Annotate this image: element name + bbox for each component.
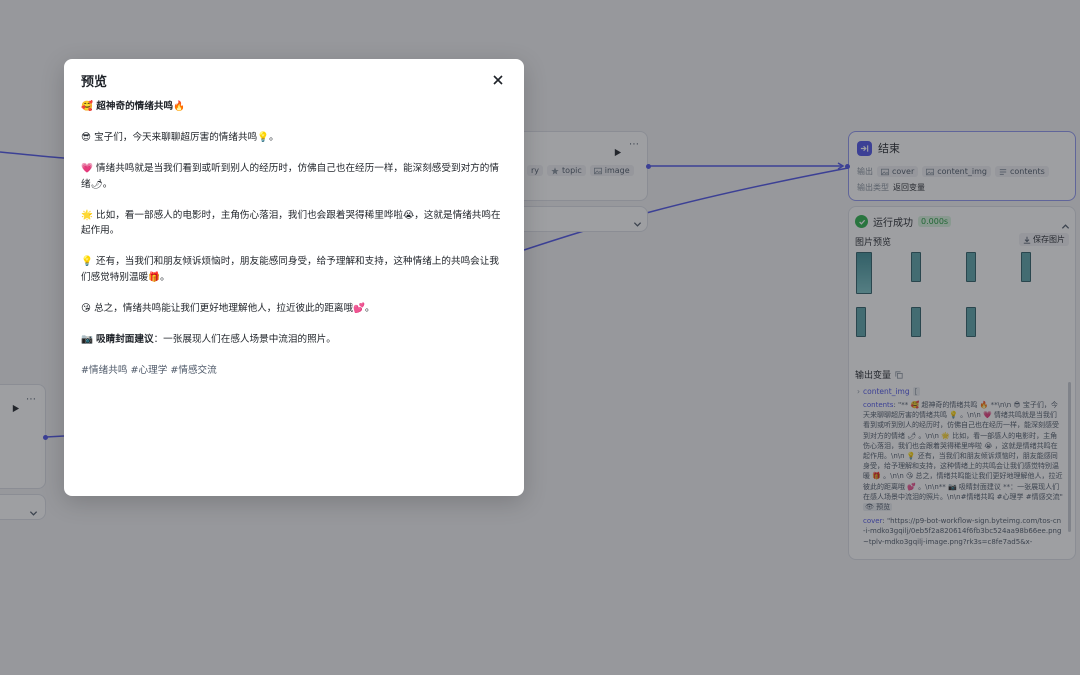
success-check-icon xyxy=(855,215,868,228)
run-node-icon[interactable] xyxy=(11,398,20,417)
emoji-icon: 😎 xyxy=(81,132,92,143)
input-chip: ry xyxy=(527,165,544,176)
image-icon xyxy=(593,167,602,174)
image-icon xyxy=(881,168,889,175)
node-collapse-bar[interactable] xyxy=(500,206,648,232)
chevron-down-icon[interactable] xyxy=(633,214,642,233)
output-label: 输出 xyxy=(857,167,873,176)
output-json-text: contents: "** 🥰 超神奇的情绪共鸣 🔥 **\n\n 😎 宝子们，… xyxy=(863,401,1063,546)
emoji-icon: 💗 xyxy=(81,163,93,174)
image-preview-label: 图片预览 xyxy=(855,238,892,248)
output-scrollbar[interactable] xyxy=(1068,382,1071,532)
more-icon[interactable]: ⋯ xyxy=(26,394,36,405)
cover-suggestion: 📷 吸睛封面建议：一张展现人们在感人场景中流泪的照片。 xyxy=(81,333,336,345)
node-output-port[interactable] xyxy=(646,164,651,169)
preview-paragraph: 💗 情绪共鸣就是当我们看到或听到别人的经历时，仿佛自己也在经历一样，能深刻感受到… xyxy=(81,163,499,190)
input-chip: topic xyxy=(547,165,586,176)
save-images-button[interactable]: 保存图片 xyxy=(1019,233,1069,246)
chevron-right-icon[interactable]: › xyxy=(857,387,860,396)
node-input-port[interactable] xyxy=(845,164,850,169)
image-thumbnail[interactable] xyxy=(911,307,921,337)
output-chip-cover: cover xyxy=(877,166,919,177)
preview-paragraph: 💡 还有，当我们和朋友倾诉烦恼时，朋友能感同身受，给予理解和支持，这种情绪上的共… xyxy=(81,256,499,283)
image-icon xyxy=(926,168,935,175)
chevron-down-icon[interactable] xyxy=(29,503,38,522)
workflow-node-middle[interactable]: ⋯ ry topic image xyxy=(500,131,648,201)
preview-modal: 预览 🥰 超神奇的情绪共鸣🔥 😎 宝子们，今天来聊聊超厉害的情绪共鸣💡。 💗 情… xyxy=(64,59,524,496)
end-node[interactable]: 结束 输出 cover content_img contents 输出类型 返回… xyxy=(848,131,1076,201)
more-icon[interactable]: ⋯ xyxy=(629,139,639,150)
image-thumbnail[interactable] xyxy=(856,307,866,337)
node-output-port[interactable] xyxy=(43,435,48,440)
emoji-icon: 🥰 xyxy=(81,101,93,112)
emoji-icon: 🌟 xyxy=(81,209,93,221)
emoji-icon: 💡 xyxy=(81,256,93,267)
modal-title: 预览 xyxy=(81,75,108,90)
collapse-result-icon[interactable] xyxy=(1061,216,1070,235)
copy-icon[interactable] xyxy=(895,370,903,379)
preview-paragraph: 🌟 比如，看一部感人的电影时，主角伤心落泪，我们也会跟着哭得稀里哗啦😭，这就是情… xyxy=(81,209,501,237)
output-chip-contents: contents xyxy=(994,166,1049,177)
output-chip-content-img: content_img xyxy=(922,166,991,177)
run-node-icon[interactable] xyxy=(613,142,622,161)
download-icon xyxy=(1023,236,1031,244)
image-thumbnail[interactable] xyxy=(1021,252,1031,282)
end-node-title: 结束 xyxy=(878,142,900,155)
run-status: 运行成功 xyxy=(873,218,913,229)
text-icon xyxy=(999,168,1007,175)
output-type-value: 返回变量 xyxy=(893,183,925,192)
image-thumbnail[interactable] xyxy=(856,252,872,294)
preview-link[interactable]: 👁 预览 xyxy=(863,503,893,512)
workflow-node-left[interactable]: ⋯ xyxy=(0,384,46,489)
preview-content: 🥰 超神奇的情绪共鸣🔥 😎 宝子们，今天来聊聊超厉害的情绪共鸣💡。 💗 情绪共鸣… xyxy=(81,99,507,378)
close-icon[interactable] xyxy=(491,72,505,86)
image-thumbnail[interactable] xyxy=(966,252,976,282)
emoji-icon: 😘 xyxy=(81,302,92,314)
image-thumbnail[interactable] xyxy=(911,252,921,282)
hashtags: #情绪共鸣 #心理学 #情感交流 xyxy=(81,364,217,376)
preview-paragraph: 😘 总之，情绪共鸣能让我们更好地理解他人，拉近彼此的距离哦💕。 xyxy=(81,302,375,314)
run-result-panel: 运行成功 0.000s 图片预览 保存图片 输出变量 › content_img xyxy=(848,206,1076,560)
output-vars-label: 输出变量 xyxy=(855,368,903,381)
star-icon xyxy=(551,166,559,174)
content-img-row[interactable]: › content_img [ xyxy=(857,387,920,396)
preview-paragraph: 😎 宝子们，今天来聊聊超厉害的情绪共鸣💡。 xyxy=(81,132,279,143)
image-thumbnail[interactable] xyxy=(966,307,976,337)
input-chip: image xyxy=(589,165,634,176)
output-type-label: 输出类型 xyxy=(857,183,889,192)
preview-headline: 🥰 超神奇的情绪共鸣🔥 xyxy=(81,101,185,112)
run-time-badge: 0.000s xyxy=(918,216,952,227)
end-node-icon xyxy=(857,140,872,156)
node-collapse-bar[interactable] xyxy=(0,494,46,520)
camera-icon: 📷 xyxy=(81,333,93,345)
